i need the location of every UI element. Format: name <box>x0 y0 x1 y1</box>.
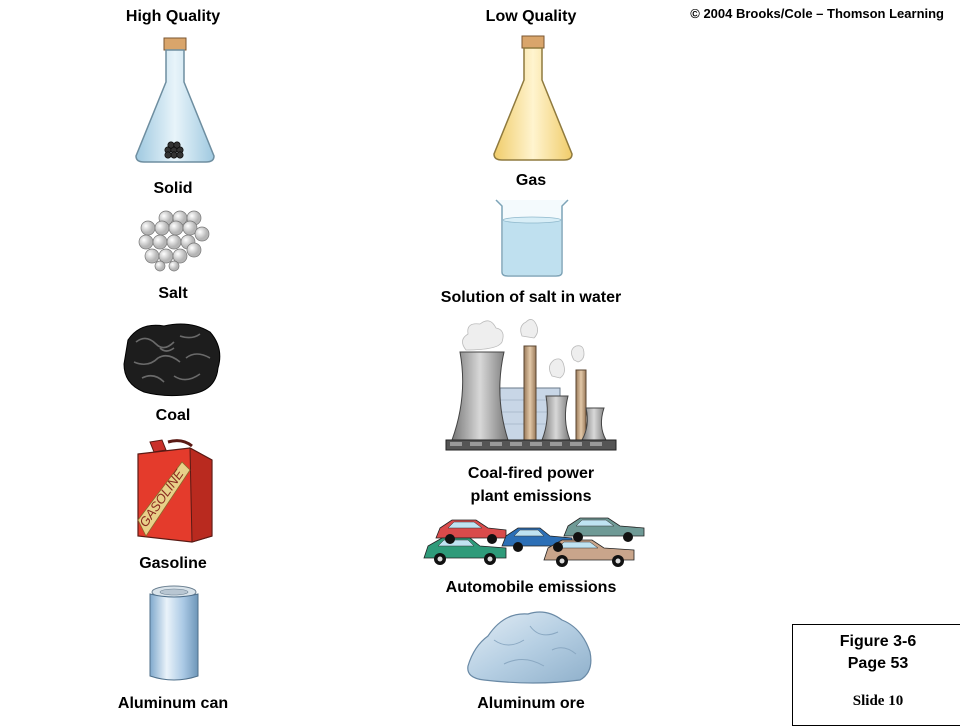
solid-label: Solid <box>153 180 193 197</box>
coal-lump-icon <box>123 323 221 397</box>
low-quality-header: Low Quality <box>485 8 577 25</box>
salt-label: Salt <box>158 285 188 302</box>
gasoline-can-icon: GASOLINE <box>136 439 213 543</box>
salt-solution-label: Solution of salt in water <box>440 289 622 306</box>
aluminum-ore-icon <box>467 611 592 684</box>
flask-with-solid-icon <box>135 37 215 163</box>
aluminum-can-icon <box>149 585 199 681</box>
coal-label: Coal <box>155 407 191 424</box>
page-number: Page 53 <box>847 655 909 672</box>
gasoline-label: Gasoline <box>139 555 207 572</box>
power-plant-label-line2: plant emissions <box>470 488 592 505</box>
aluminum-can-label: Aluminum can <box>117 695 229 712</box>
power-plant-icon <box>445 319 617 451</box>
gas-label: Gas <box>515 172 547 189</box>
aluminum-ore-label: Aluminum ore <box>477 695 585 712</box>
flask-with-gas-icon <box>493 35 573 161</box>
salt-crystal-spheres-icon <box>138 210 210 272</box>
copyright-notice: © 2004 Brooks/Cole – Thomson Learning <box>690 6 944 21</box>
high-quality-header: High Quality <box>125 8 221 25</box>
automobile-emissions-label: Automobile emissions <box>445 579 617 596</box>
slide-number: Slide 10 <box>852 693 904 709</box>
cars-icon <box>423 517 645 567</box>
figure-info-box: Figure 3-6 Page 53 Slide 10 <box>792 624 960 726</box>
power-plant-label-line1: Coal-fired power <box>467 465 595 482</box>
beaker-icon <box>495 199 569 277</box>
figure-number: Figure 3-6 <box>839 633 917 650</box>
